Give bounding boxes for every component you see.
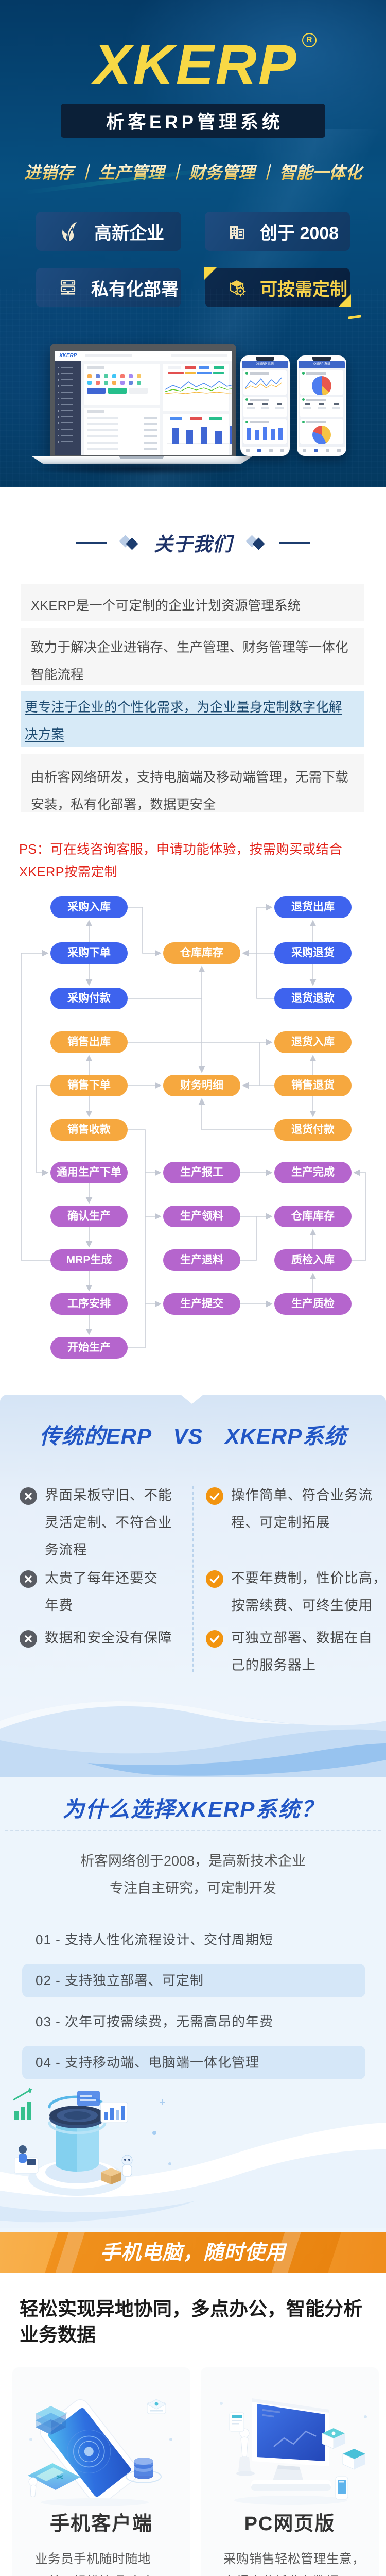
svg-text:生产提交: 生产提交 xyxy=(180,1297,223,1310)
svg-text:销售退货: 销售退货 xyxy=(291,1079,335,1091)
svg-text:MRP生成: MRP生成 xyxy=(66,1253,112,1266)
svg-text:采购退货: 采购退货 xyxy=(291,946,335,959)
svg-text:仓库库存: 仓库库存 xyxy=(180,946,223,959)
svg-text:退货付款: 退货付款 xyxy=(291,1123,335,1136)
svg-text:销售出库: 销售出库 xyxy=(67,1036,111,1048)
svg-text:确认生产: 确认生产 xyxy=(67,1210,111,1222)
svg-text:通用生产下单: 通用生产下单 xyxy=(57,1166,121,1178)
svg-text:开始生产: 开始生产 xyxy=(67,1341,111,1353)
svg-text:采购付款: 采购付款 xyxy=(67,992,111,1004)
svg-text:生产质检: 生产质检 xyxy=(291,1297,335,1310)
svg-text:退货退款: 退货退款 xyxy=(291,992,335,1004)
svg-text:销售下单: 销售下单 xyxy=(67,1079,111,1091)
svg-text:质检入库: 质检入库 xyxy=(291,1253,335,1266)
svg-text:采购下单: 采购下单 xyxy=(67,946,111,959)
svg-text:退货出库: 退货出库 xyxy=(291,901,335,913)
svg-text:销售收款: 销售收款 xyxy=(67,1123,111,1136)
svg-text:生产退料: 生产退料 xyxy=(180,1253,223,1266)
svg-text:生产领料: 生产领料 xyxy=(180,1210,223,1222)
svg-text:退货入库: 退货入库 xyxy=(291,1036,335,1048)
svg-text:财务明细: 财务明细 xyxy=(180,1079,223,1091)
svg-text:仓库库存: 仓库库存 xyxy=(291,1210,335,1222)
svg-text:生产完成: 生产完成 xyxy=(291,1166,335,1178)
svg-text:采购入库: 采购入库 xyxy=(67,901,111,913)
svg-text:生产报工: 生产报工 xyxy=(180,1166,223,1178)
svg-text:工序安排: 工序安排 xyxy=(67,1297,111,1310)
